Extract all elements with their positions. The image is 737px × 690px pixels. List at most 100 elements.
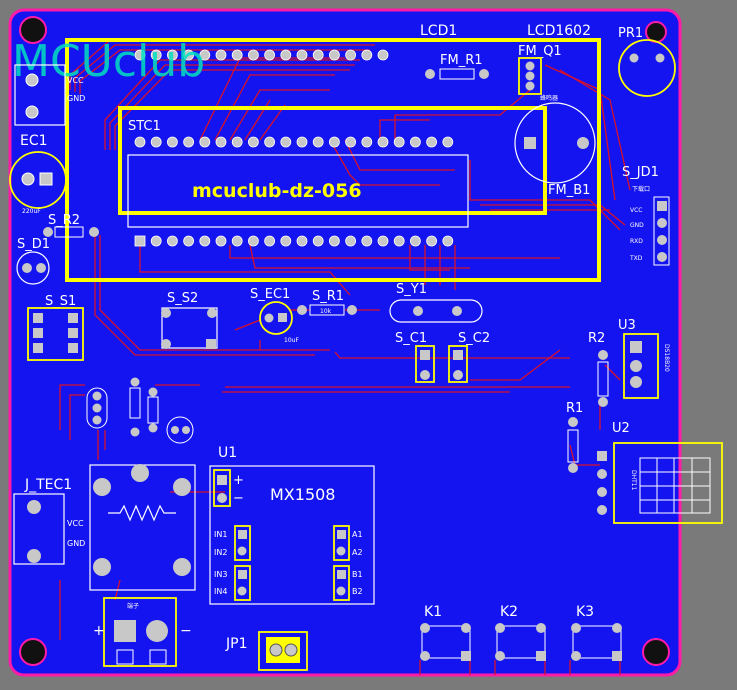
r1-label: R1 — [566, 401, 583, 416]
fm-b1-desc: 蜂鸣器 — [540, 94, 558, 102]
jd1-rxd: RXD — [630, 238, 643, 245]
pin-pad — [409, 136, 421, 148]
pin-pad — [442, 136, 454, 148]
k3-button: K3 — [571, 604, 622, 661]
s-d1-led — [16, 251, 50, 285]
u1-plus: + — [233, 473, 244, 488]
lcd1-label: LCD1 — [420, 23, 457, 39]
u2-grid-lines — [640, 458, 710, 513]
fm-b1-buzzer — [514, 102, 596, 184]
s-s1-label: S_S1 — [45, 294, 76, 309]
pin-pad — [264, 49, 276, 61]
b1-label: B1 — [352, 570, 363, 579]
pin-pad — [199, 49, 211, 61]
pin-pad — [183, 136, 195, 148]
pin-pad — [328, 136, 340, 148]
s-y1-crystal — [389, 299, 483, 323]
pin-pad — [393, 235, 405, 247]
k2-label: K2 — [500, 604, 518, 620]
tec1-vcc: VCC — [67, 519, 84, 528]
fm-q1-transistor — [518, 57, 542, 95]
mx1508-pin-headers — [234, 525, 350, 601]
s-jd1-desc: 下载口 — [632, 185, 650, 193]
relay-coil-symbol — [108, 504, 176, 522]
mounting-hole — [642, 638, 670, 666]
pr1-label: PR1 — [618, 26, 643, 41]
pin-pad — [328, 235, 340, 247]
terminal-desc: 端子 — [127, 602, 139, 610]
project-name: mcuclub-dz-056 — [192, 180, 362, 202]
s-r2-label: S_R2 — [48, 213, 80, 228]
pin-pad — [345, 136, 357, 148]
pin-pad — [166, 235, 178, 247]
terminal-plus: + — [93, 623, 105, 639]
k2-button: K2 — [495, 604, 546, 661]
pin-pad — [345, 235, 357, 247]
s-s1-switch — [27, 307, 84, 361]
s-r2-resistor — [54, 226, 84, 238]
s-r1-value: 10k — [320, 308, 332, 315]
s-c1-label: S_C1 — [395, 331, 427, 346]
s-r1-resistor — [309, 304, 345, 316]
pin-pad — [134, 235, 146, 247]
pin-pad — [280, 136, 292, 148]
mounting-hole — [19, 638, 47, 666]
terminal-block — [103, 597, 177, 667]
pin-pad — [150, 235, 162, 247]
pin-pad — [166, 49, 178, 61]
pin-pad — [377, 49, 389, 61]
pr1-photoresistor — [618, 39, 676, 97]
b2-label: B2 — [352, 587, 363, 596]
lcd-header-pins — [134, 49, 389, 61]
pin-pad — [328, 49, 340, 61]
k1-button: K1 — [420, 604, 471, 661]
r2-resistor — [597, 361, 609, 397]
k3-label: K3 — [576, 604, 594, 620]
pin-pad — [361, 49, 373, 61]
u1-minus: − — [233, 491, 244, 506]
pin-pad — [312, 136, 324, 148]
pin-pad — [426, 136, 438, 148]
pin-pad — [134, 49, 146, 61]
pin-pad — [361, 235, 373, 247]
pin-pad — [247, 136, 259, 148]
mcuclub-logo: MCUclub — [12, 36, 205, 87]
s-c2-capacitor — [448, 345, 468, 383]
pin-pad — [426, 235, 438, 247]
u3-label: U3 — [618, 318, 636, 333]
u2-part: DHT11 — [630, 470, 637, 491]
u2-dht11 — [613, 442, 723, 524]
pad — [25, 73, 39, 87]
terminal-minus: − — [180, 623, 192, 639]
stc1-label: STC1 — [128, 119, 161, 134]
s-d1-label: S_D1 — [17, 237, 50, 252]
s-jd1-label: S_JD1 — [622, 165, 659, 180]
pin-pad — [442, 235, 454, 247]
jd1-txd: TXD — [629, 255, 643, 262]
pin-pad — [134, 136, 146, 148]
jd1-gnd: GND — [630, 222, 644, 229]
small-resistor — [129, 387, 141, 419]
lcd1602-footprint — [65, 38, 601, 282]
mounting-holes — [19, 16, 670, 666]
mx1508-label: MX1508 — [270, 485, 335, 504]
s-c2-label: S_C2 — [458, 331, 490, 346]
pin-pad — [280, 49, 292, 61]
s-jd1-header — [653, 196, 670, 266]
r1-resistor — [567, 429, 579, 463]
fm-r1-resistor — [439, 68, 475, 80]
pin-pad — [183, 235, 195, 247]
pin-pad — [231, 49, 243, 61]
pin-pad — [377, 136, 389, 148]
pin-pad — [345, 49, 357, 61]
s-r1-label: S_R1 — [312, 289, 344, 304]
pin-pad — [264, 136, 276, 148]
jp1-connector — [258, 631, 308, 671]
pin-pad — [264, 235, 276, 247]
u1-label: U1 — [218, 445, 237, 461]
pad — [25, 105, 39, 119]
pin-pad — [377, 235, 389, 247]
pad — [43, 227, 53, 237]
tec1-gnd: GND — [67, 539, 85, 548]
